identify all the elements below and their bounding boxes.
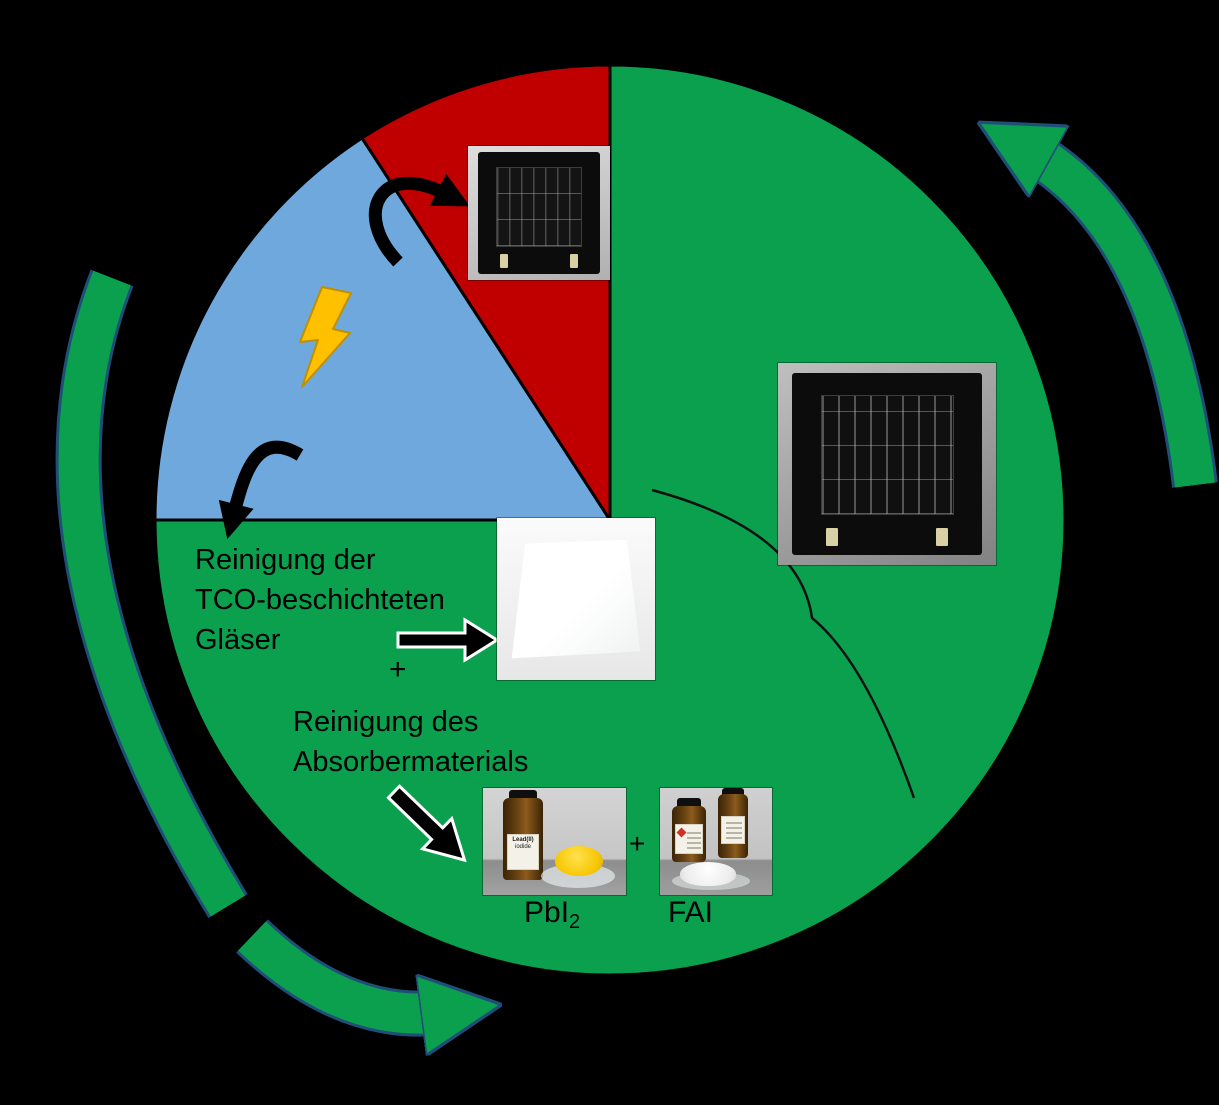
lightning-bolt-icon [299,286,352,388]
label-text-lines [687,829,701,849]
block-arrow-to-materials-icon [386,784,467,863]
cell-contact-right [935,527,948,546]
cycle-arc-left-icon [58,270,246,917]
solar-cell-active-area [496,166,582,248]
label-cleaning-absorber-line1: Reinigung des [293,706,479,738]
yellow-powder [555,846,603,876]
cell-contact-left [826,527,839,546]
solar-cell-frame [792,373,982,555]
label-pbi2: PbI2 [524,896,580,934]
block-arrow-to-glass-icon [396,617,500,663]
tco-glass-photo [497,518,655,680]
pbi2-bottle-label-line2: iodide [514,844,531,850]
cycle-arrow-right-icon [1028,150,1215,488]
connector-brace [651,488,916,799]
plus-sign-glass: + [389,653,407,686]
segment-recycling-green [153,63,1067,977]
solar-cell-photo-large [778,363,996,565]
cell-contact-right [570,253,579,268]
label-cleaning-absorber-line2: Absorbermaterials [293,746,529,778]
white-powder [680,862,736,886]
plus-sign-materials: + [629,828,646,859]
cycle-arrow-bottom-icon [238,921,445,1014]
label-cleaning-tco-line3: Gläser [195,624,281,656]
label-pbi2-base: PbI [524,896,570,929]
label-cleaning-tco-line2: TCO-beschichteten [195,584,445,616]
glass-substrate [511,539,641,659]
hazard-diamond-icon [676,827,687,838]
label-pbi2-subscript: 2 [569,911,581,933]
pbi2-bottle-label: Lead(II) iodide [507,834,539,870]
curved-arrow-to-cleaning-icon [218,440,304,540]
label-cleaning-absorber: Reinigung des Absorbermaterials [293,702,528,782]
segment-use-blue [153,136,612,522]
label-text-lines [726,821,742,839]
fai-bottle-front-label [675,824,703,854]
pbi2-bottle-label-line1: Lead(II) [512,837,534,843]
outer-cycle-arrows [55,150,1218,1014]
solar-cell-active-area [820,394,954,515]
label-cleaning-tco: Reinigung der TCO-beschichteten Gläser [195,540,445,660]
label-fai: FAI [668,896,714,929]
label-cleaning-tco-line1: Reinigung der [195,544,376,576]
fai-photo [660,788,772,895]
curved-arrow-to-cell-icon [368,173,471,267]
cell-contact-left [499,253,508,268]
fai-bottle-back-label [721,816,745,844]
solar-cell-photo-small [468,146,610,280]
pbi2-photo: Lead(II) iodide [483,788,626,895]
solar-cell-frame [478,152,600,274]
